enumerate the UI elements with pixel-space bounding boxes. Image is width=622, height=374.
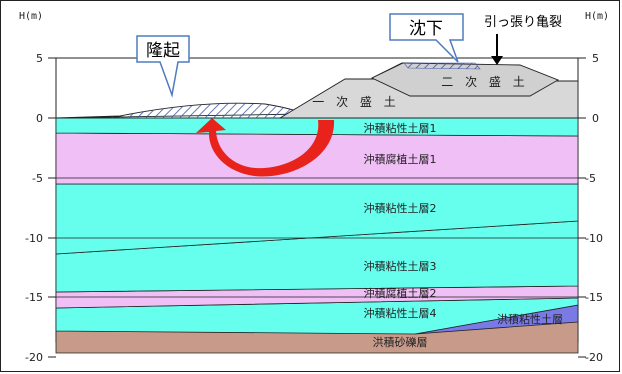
- left-tick-0: 0: [36, 112, 43, 125]
- right-tick-minus15: -15: [585, 291, 603, 304]
- embankment-primary-label: 一 次 盛 土: [312, 94, 399, 109]
- right-axis-unit: H(m): [585, 11, 609, 22]
- left-tick-minus10: -10: [25, 232, 43, 245]
- right-tick-marks: [578, 57, 586, 358]
- embankment-secondary-label: 二 次 盛 土: [441, 74, 528, 89]
- left-tick-minus15: -15: [25, 291, 43, 304]
- right-tick-minus20: -20: [585, 351, 603, 364]
- settlement-hatch: [403, 62, 481, 70]
- right-tick-labels: 5 0 -5 -10 -15 -20: [585, 52, 603, 364]
- left-tick-5: 5: [36, 52, 43, 65]
- layer-clay2-label: 沖積粘性土層2: [364, 201, 437, 215]
- left-tick-labels: 5 0 -5 -10 -15 -20: [25, 52, 43, 364]
- movement-arrow: [196, 118, 335, 177]
- layer-clay4-label: 沖積粘性土層4: [364, 306, 437, 320]
- embankment-secondary-body: [370, 62, 560, 97]
- left-tick-marks: [48, 57, 56, 358]
- callout-heave: [136, 35, 190, 98]
- right-tick-5: 5: [592, 52, 599, 65]
- left-tick-minus5: -5: [32, 172, 43, 185]
- crack-arrow-head: [491, 56, 503, 65]
- crack-label: 引っ張り亀裂: [484, 15, 562, 30]
- layer-clay3-label: 沖積粘性土層3: [364, 259, 437, 273]
- callout-settlement-text: 沈下: [409, 19, 443, 39]
- layer-peat2-label: 沖積腐植土層2: [364, 286, 437, 300]
- callout-heave-text: 隆起: [146, 41, 180, 61]
- layer-dil-clay-label: 洪積粘性土層: [497, 312, 563, 326]
- callout-settlement: [389, 13, 464, 63]
- left-tick-minus20: -20: [25, 351, 43, 364]
- heave-hatch: [105, 103, 305, 118]
- right-tick-0: 0: [592, 112, 599, 125]
- layer-gravel-label: 洪積砂礫層: [373, 335, 428, 349]
- layer-clay1: [55, 117, 579, 137]
- right-tick-minus10: -10: [585, 232, 603, 245]
- left-axis-unit: H(m): [19, 11, 43, 22]
- right-tick-minus5: -5: [585, 172, 596, 185]
- layer-clay1-label: 沖積粘性土層1: [364, 121, 437, 135]
- layer-peat1-label: 沖積腐植土層1: [364, 152, 437, 166]
